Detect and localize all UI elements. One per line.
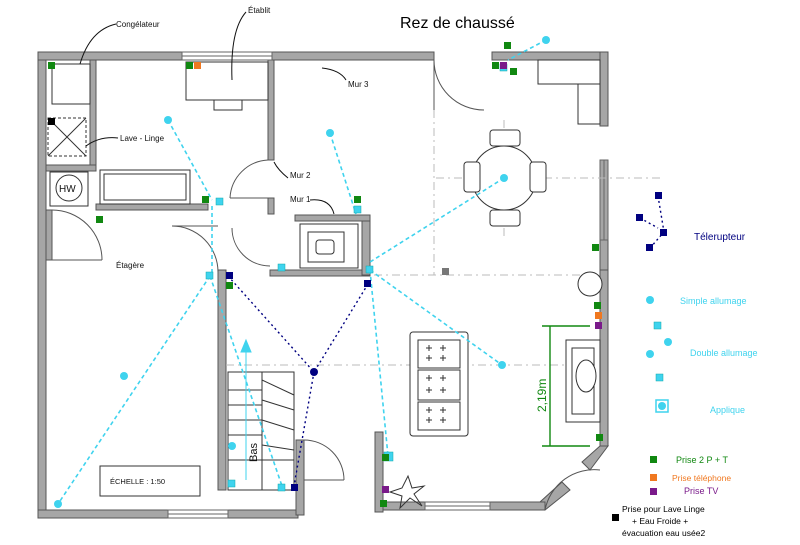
windows <box>167 51 609 519</box>
legend: Télerupteur Simple allumage Double allum… <box>622 232 758 538</box>
light-point <box>120 372 128 380</box>
light-point <box>164 116 172 124</box>
plant-icon <box>388 474 426 510</box>
dimension-line <box>542 325 590 447</box>
legend-simple: Simple allumage <box>680 296 747 306</box>
dimension-label: 2,19m <box>535 379 549 412</box>
legend-lave-line-3: évacuation eau usée2 <box>622 528 705 538</box>
telerupteur-buttons <box>226 192 667 491</box>
label-congelateur: Congélateur <box>116 20 160 29</box>
scale-label: ÉCHELLE : 1:50 <box>110 477 165 486</box>
stairs-arrow <box>240 338 252 480</box>
grey-marker <box>442 268 449 275</box>
label-hw: HW <box>59 184 76 195</box>
wiring-telerupteur <box>227 195 665 487</box>
label-mur3: Mur 3 <box>348 80 369 89</box>
construction-lines <box>226 110 660 366</box>
leader-lines <box>79 11 347 215</box>
lights <box>54 36 672 508</box>
prises-lave-linge <box>48 118 619 521</box>
label-etagere: Étagère <box>116 261 145 270</box>
prises-tel <box>194 62 657 481</box>
light-point <box>326 129 334 137</box>
furniture <box>47 59 603 497</box>
light-point <box>228 442 236 450</box>
light-point <box>646 296 654 304</box>
label-etabli: Établit <box>248 6 271 15</box>
legend-double: Double allumage <box>690 348 758 358</box>
legend-prise-tel: Prise téléphone <box>672 473 731 483</box>
light-point <box>664 338 672 346</box>
light-point <box>658 402 666 410</box>
light-point <box>54 500 62 508</box>
label-mur2: Mur 2 <box>290 171 311 180</box>
sofa-marks <box>426 345 446 423</box>
light-point <box>542 36 550 44</box>
legend-lave-line-1: Prise pour Lave Linge <box>622 504 705 514</box>
page-title: Rez de chaussé <box>400 15 515 32</box>
legend-telerupteur: Télerupteur <box>694 232 746 243</box>
prises-tv <box>382 62 657 495</box>
legend-prise-tv: Prise TV <box>684 486 718 496</box>
doors <box>51 59 601 511</box>
legend-applique: Applique <box>710 405 745 415</box>
legend-prise-2pt: Prise 2 P + T <box>676 455 728 465</box>
legend-lave-line-2: + Eau Froide + <box>632 516 688 526</box>
label-lave-linge: Lave - Linge <box>120 134 165 143</box>
walls <box>37 51 609 519</box>
light-point <box>646 350 654 358</box>
wiring-simple <box>57 39 547 505</box>
prises-2pt <box>48 42 657 507</box>
label-mur1: Mur 1 <box>290 195 311 204</box>
light-point <box>500 174 508 182</box>
label-bas: Bas <box>248 443 260 462</box>
staircase <box>227 371 295 491</box>
light-point <box>498 361 506 369</box>
